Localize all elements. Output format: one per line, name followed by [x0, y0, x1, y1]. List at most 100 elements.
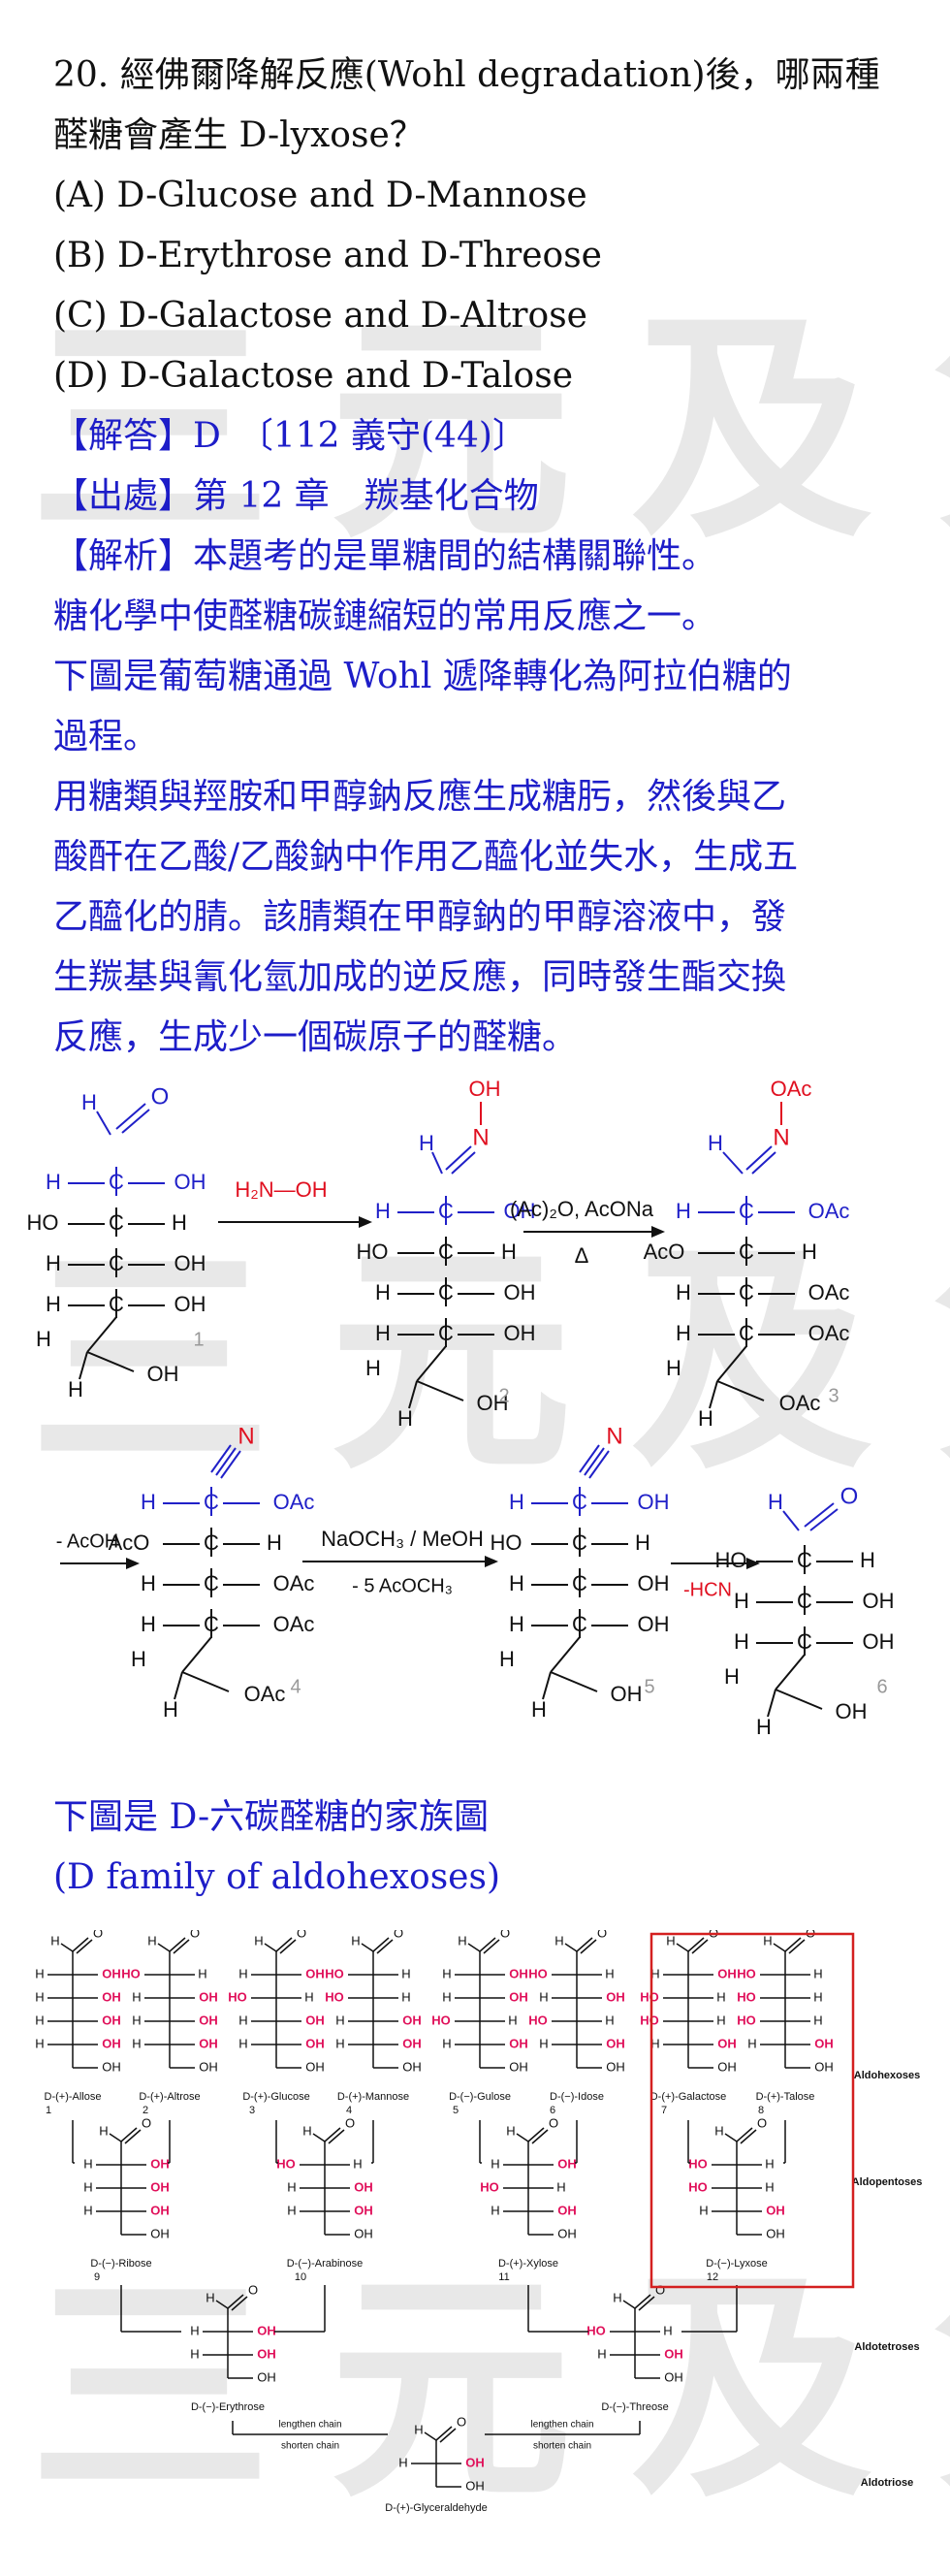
- nitrile-bond: [215, 1447, 237, 1476]
- atom-label: HO: [640, 2012, 659, 2027]
- carbonyl-o: O: [345, 2115, 355, 2130]
- atom-label: H: [676, 1280, 691, 1304]
- atom-label: HO: [480, 2179, 499, 2194]
- atom-label: OAc: [808, 1199, 850, 1223]
- atom-label: HO: [228, 1989, 247, 2004]
- carbonyl-o: O: [248, 2282, 258, 2297]
- explanation-line-7: 生羰基與氰化氫加成的逆反應，同時發生酯交換: [53, 957, 787, 997]
- atom-label: H: [491, 2203, 499, 2217]
- carbonyl-bond: [173, 1939, 190, 1954]
- aldehyde-h: H: [206, 2290, 214, 2304]
- atom-label: H: [699, 2203, 708, 2217]
- bond: [809, 1508, 839, 1531]
- carbonyl-o: O: [93, 1930, 103, 1940]
- carbonyl-o: O: [151, 1083, 170, 1110]
- explanation-line-5: 酸酐在乙酸/乙酸鈉中作用乙醯化並失水，生成五: [53, 837, 799, 877]
- atom-label: OH: [305, 1966, 325, 1980]
- atom-label: OH: [557, 2203, 577, 2217]
- tail-oh: OH: [717, 2059, 737, 2074]
- aldehyde-bond: [424, 2431, 437, 2441]
- bond: [722, 1151, 744, 1175]
- aldehyde-h: H: [666, 1933, 675, 1948]
- bond: [716, 1380, 765, 1401]
- carbonyl-bond: [638, 2296, 655, 2311]
- bond: [588, 1450, 610, 1479]
- option-c: (C) D-Galactose and D-Altrose: [53, 296, 587, 336]
- atom-label: H: [190, 2346, 199, 2361]
- atom-label: C: [797, 1629, 812, 1654]
- atom-label: OH: [174, 1170, 206, 1194]
- hexose-name: D-(−)-Gulose: [449, 2091, 511, 2103]
- aldehyde-bond: [109, 2133, 122, 2142]
- atom-label: OH: [638, 1490, 670, 1514]
- nitrile-n: N: [606, 1423, 622, 1449]
- atom-label: H: [35, 1966, 44, 1980]
- carbonyl-bond: [372, 1937, 390, 1952]
- carbonyl-o: O: [840, 1483, 859, 1509]
- carbon-label: C: [109, 1292, 124, 1316]
- oxime-n: N: [472, 1124, 489, 1150]
- atom-label: C: [739, 1199, 754, 1223]
- atom-label: OAc: [808, 1321, 850, 1345]
- carbonyl-bond: [279, 1939, 297, 1954]
- carbonyl-bond: [76, 1939, 93, 1954]
- atom-label: OH: [606, 1989, 625, 2004]
- bond: [775, 1689, 823, 1710]
- atom-label: H: [734, 1589, 749, 1613]
- atom-label: H: [734, 1629, 749, 1654]
- carbonyl-bond: [740, 2129, 757, 2144]
- tetrose-name: D-(−)-Threose: [601, 2401, 668, 2413]
- hexose-number: 7: [661, 2105, 667, 2116]
- question-line-1: 20. 經佛爾降解反應(Wohl degradation)後，哪兩種: [53, 55, 880, 95]
- tier-label: Aldotriose: [861, 2477, 913, 2489]
- pentose-name: D-(−)-Ribose: [90, 2258, 151, 2270]
- carbonyl-bond: [169, 1937, 186, 1952]
- hexose-number: 8: [758, 2105, 764, 2116]
- atom-label: H: [238, 1966, 247, 1980]
- atom-label: HO: [688, 2179, 708, 2194]
- atom-label: C: [572, 1571, 587, 1595]
- question-line-2: 醛糖會產生 D-lyxose？: [53, 115, 425, 155]
- reagent-methyl-acetate: - 5 AcOCH₃: [352, 1575, 453, 1596]
- carbonyl-bond: [376, 1939, 394, 1954]
- triose-name: D-(+)-Glyceraldehyde: [385, 2502, 487, 2514]
- atom-label: HO: [528, 2012, 548, 2027]
- atom-label: H: [304, 1989, 313, 2004]
- carbonyl-o: O: [597, 1930, 607, 1940]
- hexose-name: D-(+)-Altrose: [139, 2091, 200, 2103]
- lengthen-label-right: lengthen chain: [530, 2420, 593, 2431]
- atom-label: H: [605, 1966, 614, 1980]
- carbonyl-o: O: [142, 2115, 151, 2130]
- atom-label: H: [68, 1377, 83, 1401]
- aldehyde-h: H: [414, 2422, 423, 2436]
- atom-label: OH: [257, 2346, 276, 2361]
- reaction-arrow-3: - AcOH: [56, 1530, 140, 1569]
- atom-label: H: [401, 1989, 410, 2004]
- atom-label: OH: [402, 2012, 422, 2027]
- family-heading-2: (D family of aldohexoses): [53, 1857, 500, 1897]
- atom-label: H: [491, 2156, 499, 2171]
- carbonyl-bond: [439, 2428, 457, 2443]
- atom-label: H: [499, 1647, 515, 1671]
- aldehyde-h: H: [458, 1933, 466, 1948]
- bond: [751, 1151, 776, 1175]
- hexose-number: 6: [550, 2105, 555, 2116]
- atom-label: H: [141, 1612, 156, 1636]
- atom-label: H: [132, 1989, 141, 2004]
- atom-label: OAc: [244, 1682, 286, 1706]
- carbonyl-bond: [527, 2127, 545, 2142]
- atom-label: OH: [638, 1571, 670, 1595]
- atom-label: H: [501, 1240, 517, 1264]
- source-line: 【出處】第 12 章 羰基化合物: [53, 476, 539, 516]
- atom-label: H: [397, 1406, 413, 1431]
- atom-label: C: [797, 1589, 812, 1613]
- atom-label: OH: [102, 2012, 121, 2027]
- nitrile-bond: [220, 1450, 241, 1479]
- atom-label: H: [287, 2203, 296, 2217]
